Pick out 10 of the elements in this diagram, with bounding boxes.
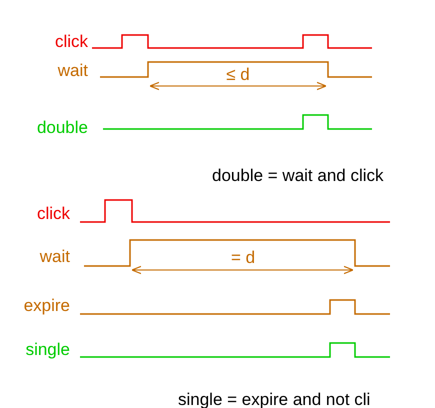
dimension-label: ≤ d: [226, 65, 250, 85]
signal-name: single: [26, 340, 70, 360]
dimension-label: = d: [230, 248, 256, 268]
signal-name: click: [54, 32, 88, 52]
note: double = wait and click: [212, 166, 384, 186]
signal-name: click: [36, 204, 70, 224]
signal-name: wait: [58, 61, 88, 81]
signal-name: wait: [40, 247, 70, 267]
signal-name: expire: [24, 296, 70, 316]
signal-name: double: [36, 118, 88, 138]
